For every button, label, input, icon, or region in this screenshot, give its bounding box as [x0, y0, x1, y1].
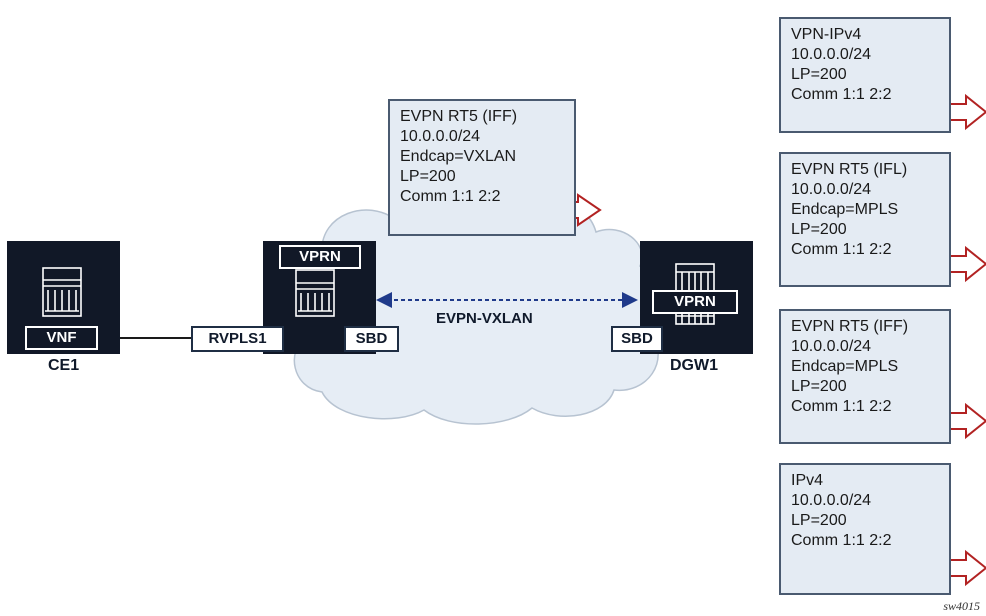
route-line: LP=200 [791, 66, 847, 83]
route-line: EVPN RT5 (IFF) [400, 108, 518, 125]
evpn-ifl-arrow-icon [947, 245, 986, 283]
route-line: Endcap=MPLS [791, 358, 899, 375]
ce1-router-icon [42, 267, 82, 317]
center-route-box: EVPN RT5 (IFF) 10.0.0.0/24 Endcap=VXLAN … [388, 99, 576, 236]
route-line: 10.0.0.0/24 [791, 46, 872, 63]
dgw1-vprn-label: VPRN [652, 290, 738, 314]
ce1-caption: CE1 [48, 357, 80, 374]
figure-id: sw4015 [943, 599, 980, 613]
evpn-rt5-iff-mpls-route-box: EVPN RT5 (IFF) 10.0.0.0/24 Endcap=MPLS L… [779, 309, 951, 444]
pe-router-icon [295, 269, 335, 317]
route-line: EVPN RT5 (IFL) [791, 161, 908, 178]
route-line: LP=200 [791, 512, 847, 529]
route-line: 10.0.0.0/24 [400, 128, 481, 145]
rvpls1-port: RVPLS1 [191, 326, 284, 352]
route-line: Comm 1:1 2:2 [400, 188, 501, 205]
route-line: 10.0.0.0/24 [791, 181, 872, 198]
route-line: Endcap=MPLS [791, 201, 899, 218]
route-line: Comm 1:1 2:2 [791, 532, 892, 549]
vpn-ipv4-route-box: VPN-IPv4 10.0.0.0/24 LP=200 Comm 1:1 2:2 [779, 17, 951, 133]
route-line: Comm 1:1 2:2 [791, 86, 892, 103]
route-line: LP=200 [400, 168, 456, 185]
pe-vprn-label: VPRN [279, 245, 361, 269]
route-line: Comm 1:1 2:2 [791, 398, 892, 415]
pe-sbd-port: SBD [344, 326, 399, 352]
vpn-ipv4-arrow-icon [947, 93, 986, 131]
ipv4-route-box: IPv4 10.0.0.0/24 LP=200 Comm 1:1 2:2 [779, 463, 951, 595]
route-line: LP=200 [791, 378, 847, 395]
route-line: IPv4 [791, 472, 824, 489]
route-line: LP=200 [791, 221, 847, 238]
evpn-vxlan-label: EVPN-VXLAN [436, 310, 533, 327]
route-line: EVPN RT5 (IFF) [791, 318, 909, 335]
evpn-iff-mpls-arrow-icon [947, 402, 986, 440]
route-line: VPN-IPv4 [791, 26, 862, 43]
dgw1-caption: DGW1 [670, 357, 718, 374]
evpn-rt5-ifl-route-box: EVPN RT5 (IFL) 10.0.0.0/24 Endcap=MPLS L… [779, 152, 951, 287]
dgw1-sbd-port: SBD [611, 326, 663, 352]
route-line: 10.0.0.0/24 [791, 492, 872, 509]
route-line: Comm 1:1 2:2 [791, 241, 892, 258]
route-line: 10.0.0.0/24 [791, 338, 872, 355]
ce1-vnf-label: VNF [25, 326, 98, 350]
ipv4-arrow-icon [947, 549, 986, 587]
route-line: Endcap=VXLAN [400, 148, 517, 165]
